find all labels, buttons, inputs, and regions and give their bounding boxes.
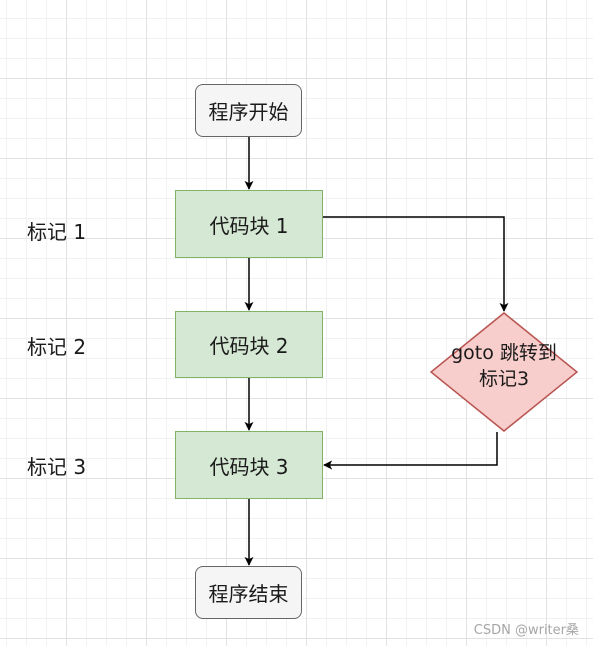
mark-label-2: 标记 2: [27, 335, 87, 359]
end-node[interactable]: 程序结束: [195, 566, 302, 619]
arrow-decision-to-block3: [323, 432, 498, 470]
goto-decision-node[interactable]: [430, 312, 578, 432]
mark-label-3: 标记 3: [27, 455, 87, 479]
decision-text: goto 跳转到 标记3: [430, 340, 578, 392]
arrow-block1-to-decision: [323, 216, 509, 312]
start-node[interactable]: 程序开始: [195, 84, 302, 137]
code-block-1[interactable]: 代码块 1: [175, 190, 323, 258]
watermark: CSDN @writer桑: [473, 623, 579, 638]
code-block-3[interactable]: 代码块 3: [175, 431, 323, 499]
code-block-2[interactable]: 代码块 2: [175, 311, 323, 378]
decision-text-line-2: 标记3: [478, 368, 530, 390]
decision-text-line-1: goto 跳转到: [451, 342, 557, 364]
decision-diamond: [430, 312, 578, 432]
mark-label-1: 标记 1: [27, 220, 87, 244]
